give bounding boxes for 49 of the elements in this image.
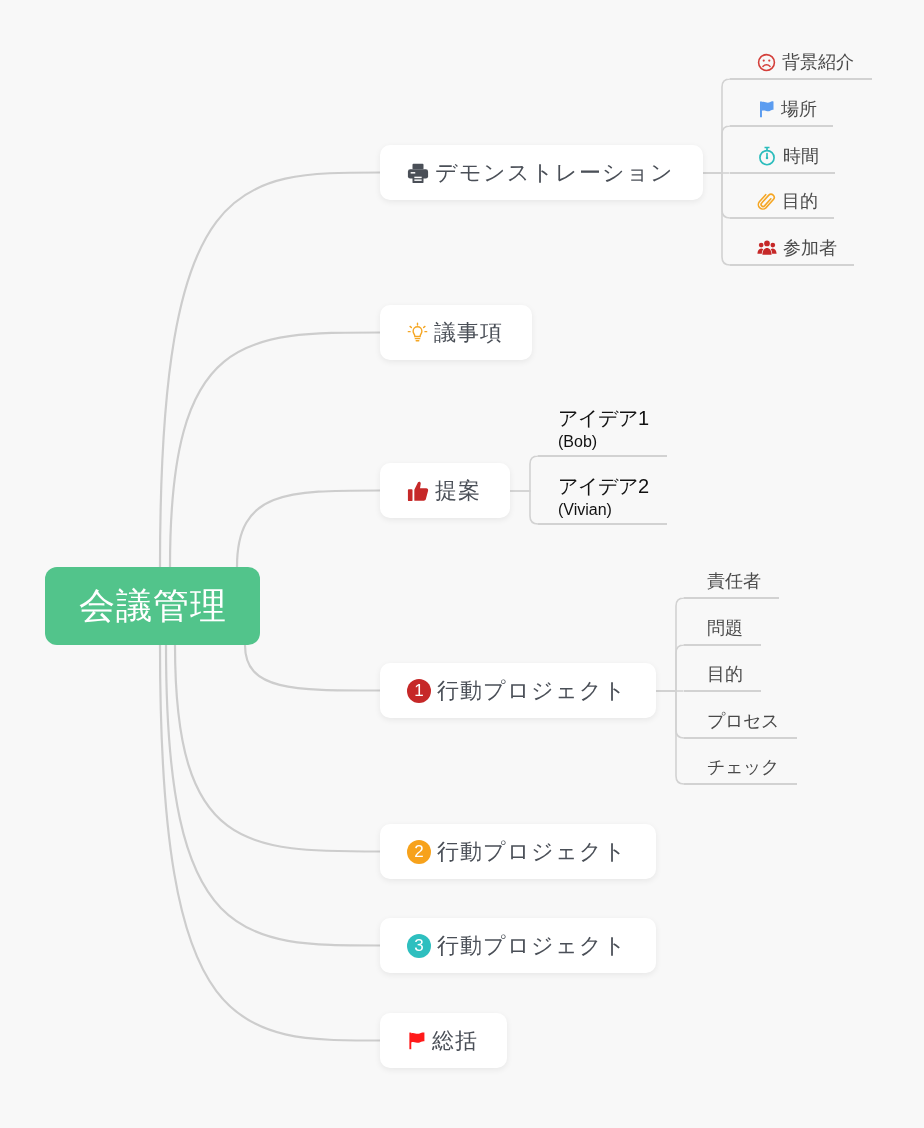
topic-label: 行動プロジェクト bbox=[437, 837, 627, 866]
subtopic-item bbox=[684, 569, 779, 599]
topic-card bbox=[380, 663, 656, 718]
connector-line bbox=[168, 331, 380, 568]
idea-title: アイデア2 bbox=[558, 474, 651, 499]
subtopic-item bbox=[730, 236, 854, 266]
subtopic-label: チェック bbox=[707, 756, 779, 779]
subtopic-label: 時間 bbox=[783, 145, 819, 168]
topic-label: 提案 bbox=[435, 476, 481, 505]
subtopic-label: プロセス bbox=[707, 710, 779, 733]
subtopic-label: 場所 bbox=[781, 98, 817, 121]
subtopic-label: 目的 bbox=[782, 190, 818, 213]
connector-line bbox=[158, 171, 380, 567]
topic-card bbox=[380, 145, 703, 200]
topic-card bbox=[380, 463, 510, 518]
topic-label: 総括 bbox=[432, 1026, 478, 1055]
connector-line bbox=[173, 644, 380, 853]
subtopic-item bbox=[684, 616, 761, 646]
subtopic-label: 問題 bbox=[707, 617, 743, 640]
subtopic-item bbox=[730, 97, 833, 127]
idea-author: (Vivian) bbox=[558, 500, 613, 520]
subtopic-label: 背景紹介 bbox=[782, 51, 854, 74]
topic-label: デモンストレーション bbox=[435, 158, 674, 187]
connector-line bbox=[243, 644, 380, 692]
connector-line bbox=[158, 645, 380, 1042]
topic-label: 行動プロジェクト bbox=[437, 931, 627, 960]
connector-line bbox=[509, 490, 539, 525]
topic-label: 議事項 bbox=[434, 318, 503, 347]
idea-title: アイデア1 bbox=[558, 406, 651, 431]
subtopic-label: 参加者 bbox=[783, 237, 837, 260]
number-badge: 3 bbox=[407, 933, 431, 958]
topic-card bbox=[380, 1013, 507, 1068]
topic-label: 行動プロジェクト bbox=[437, 676, 627, 705]
number-badge: 2 bbox=[407, 839, 431, 864]
subtopic-item bbox=[730, 189, 834, 219]
connector-line bbox=[164, 644, 380, 947]
subtopic-label: 目的 bbox=[707, 663, 743, 686]
connector-line bbox=[235, 489, 380, 568]
subtopic-item bbox=[730, 144, 835, 174]
central-topic: 会議管理 bbox=[45, 567, 260, 645]
topic-card bbox=[380, 824, 656, 879]
subtopic-item bbox=[730, 50, 872, 80]
topic-card bbox=[380, 918, 656, 973]
number-badge: 1 bbox=[407, 678, 431, 703]
subtopic-label: 責任者 bbox=[707, 570, 761, 593]
subtopic-item bbox=[684, 662, 761, 692]
idea-author: (Bob) bbox=[558, 432, 599, 452]
subtopic-item bbox=[684, 709, 797, 739]
topic-card bbox=[380, 305, 532, 360]
